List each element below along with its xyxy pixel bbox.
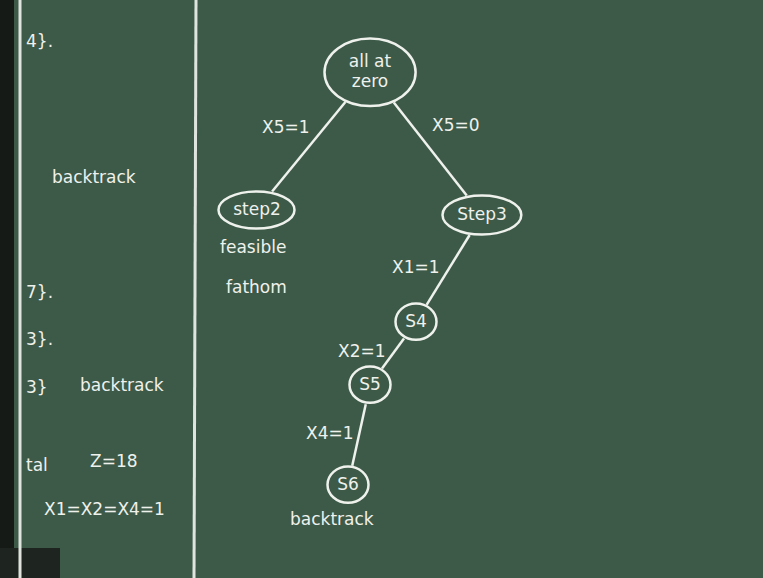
- branch-label: X4=1: [306, 424, 354, 444]
- side-note: backtrack: [52, 168, 136, 188]
- tree-node: step2: [217, 190, 296, 230]
- node-label: S6: [337, 475, 359, 495]
- node-label: Step3: [457, 205, 507, 225]
- board-edge: [0, 0, 14, 578]
- branch-label: X5=1: [262, 118, 310, 138]
- node-label: S5: [359, 375, 381, 395]
- side-note: tal: [26, 456, 48, 476]
- node-label: all at zero: [341, 52, 399, 91]
- node-ellipse: [219, 192, 295, 229]
- node-ellipse: [350, 367, 391, 403]
- note-text: backtrack: [290, 510, 374, 530]
- side-note: 7}.: [26, 283, 53, 303]
- node-ellipse: [328, 467, 369, 503]
- side-note: X1=X2=X4=1: [44, 500, 165, 520]
- side-note: 4}.: [26, 32, 53, 52]
- tree-node: S4: [394, 302, 438, 341]
- note-text: fathom: [226, 278, 287, 298]
- margin-line: [19, 0, 22, 578]
- side-note: backtrack: [80, 376, 164, 396]
- branch-label: X5=0: [432, 116, 480, 136]
- branch-label: X2=1: [338, 342, 386, 362]
- side-note: Z=18: [90, 452, 138, 472]
- node-label: S4: [405, 312, 427, 332]
- node-ellipse: [396, 304, 437, 340]
- tree-node: all at zero: [323, 37, 417, 108]
- tree-branch: [272, 102, 345, 191]
- node-label: step2: [233, 200, 281, 220]
- tree-node: Step3: [441, 194, 523, 236]
- side-note: 3}.: [26, 330, 53, 350]
- tree-branch: [352, 404, 366, 465]
- board-corner: [0, 548, 60, 578]
- tree-node: S5: [348, 365, 392, 404]
- node-ellipse: [443, 196, 522, 235]
- side-note: 3}: [26, 378, 48, 398]
- tree-node: S6: [326, 465, 370, 504]
- branch-label: X1=1: [392, 258, 440, 278]
- node-ellipse: [324, 38, 415, 106]
- divider-line: [194, 0, 196, 578]
- note-text: feasible: [220, 238, 286, 258]
